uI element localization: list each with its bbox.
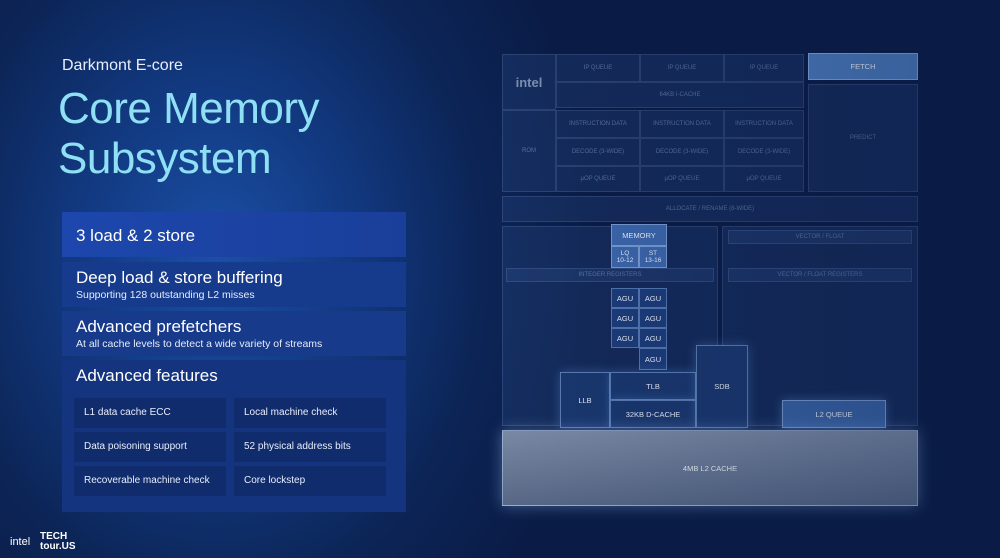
core-block-diagram: intel IP QUEUE IP QUEUE IP QUEUE FETCH 6…	[498, 50, 922, 510]
decode-block: DECODE (3-WIDE)	[640, 138, 724, 166]
instruction-data-block: INSTRUCTION DATA	[724, 110, 804, 138]
icache-block: 64KB I-CACHE	[556, 82, 804, 108]
intel-logo: intel	[10, 536, 31, 548]
fetch-block: FETCH	[808, 53, 918, 80]
sdb-block: SDB	[696, 345, 748, 428]
uop-queue-block: µOP QUEUE	[724, 166, 804, 192]
memory-block: MEMORY	[611, 224, 667, 246]
llb-block: LLB	[560, 372, 610, 428]
advanced-feature-item: Recoverable machine check	[74, 466, 226, 496]
title-line-1: Core Memory	[58, 84, 320, 133]
feature-title: Advanced prefetchers	[76, 317, 242, 336]
agu-unit: AGU	[611, 288, 639, 308]
uop-queue-block: µOP QUEUE	[640, 166, 724, 192]
instruction-data-block: INSTRUCTION DATA	[556, 110, 640, 138]
agu-unit: AGU	[639, 308, 667, 328]
agu-unit: AGU	[639, 328, 667, 348]
agu-unit: AGU	[611, 308, 639, 328]
slide-title: Core Memory Subsystem	[58, 84, 320, 184]
ip-queue-block: IP QUEUE	[640, 54, 724, 82]
vector-execution-area	[722, 226, 918, 426]
allocate-rename-block: ALLOCATE / RENAME (8-WIDE)	[502, 196, 918, 222]
predict-block: PREDICT	[808, 84, 918, 192]
feature-card-buffering: Deep load & store buffering Supporting 1…	[62, 262, 406, 307]
tlb-block: TLB	[610, 372, 696, 400]
uop-queue-block: µOP QUEUE	[556, 166, 640, 192]
advanced-feature-item: 52 physical address bits	[234, 432, 386, 462]
instruction-data-block: INSTRUCTION DATA	[640, 110, 724, 138]
feature-subtitle: Supporting 128 outstanding L2 misses	[76, 289, 255, 301]
agu-unit: AGU	[639, 288, 667, 308]
ip-queue-block: IP QUEUE	[556, 54, 640, 82]
feature-card-prefetchers: Advanced prefetchers At all cache levels…	[62, 311, 406, 356]
advanced-feature-item: Core lockstep	[234, 466, 386, 496]
feature-subtitle: At all cache levels to detect a wide var…	[76, 338, 323, 350]
decode-block: DECODE (3-WIDE)	[724, 138, 804, 166]
decode-block: DECODE (3-WIDE)	[556, 138, 640, 166]
vector-registers-label: VECTOR / FLOAT REGISTERS	[728, 268, 912, 282]
l2-queue-block: L2 QUEUE	[782, 400, 886, 428]
agu-unit: AGU	[639, 348, 667, 370]
agu-unit: AGU	[611, 328, 639, 348]
feature-title: 3 load & 2 store	[76, 226, 196, 245]
intel-die-logo: intel	[502, 54, 556, 110]
tech-tour-line-2: tour.US	[40, 541, 76, 552]
feature-title: Deep load & store buffering	[76, 268, 283, 287]
integer-registers-label: INTEGER REGISTERS	[506, 268, 714, 282]
rom-block: ROM	[502, 110, 556, 192]
load-queue-block: LQ 10-12	[611, 246, 639, 268]
tech-tour-line-1: TECH	[40, 531, 68, 542]
advanced-feature-item: Local machine check	[234, 398, 386, 428]
advanced-feature-item: Data poisoning support	[74, 432, 226, 462]
vector-float-label: VECTOR / FLOAT	[728, 230, 912, 244]
slide-subtitle: Darkmont E-core	[62, 57, 183, 74]
feature-title: Advanced features	[76, 366, 218, 385]
feature-card-loads: 3 load & 2 store	[62, 212, 406, 257]
tech-tour-logo: TECH tour.US	[40, 532, 76, 552]
store-queue-block: ST 13-16	[639, 246, 667, 268]
advanced-feature-item: L1 data cache ECC	[74, 398, 226, 428]
dcache-block: 32KB D-CACHE	[610, 400, 696, 428]
ip-queue-block: IP QUEUE	[724, 54, 804, 82]
l2-cache-block: 4MB L2 CACHE	[502, 430, 918, 506]
title-line-2: Subsystem	[58, 134, 272, 183]
